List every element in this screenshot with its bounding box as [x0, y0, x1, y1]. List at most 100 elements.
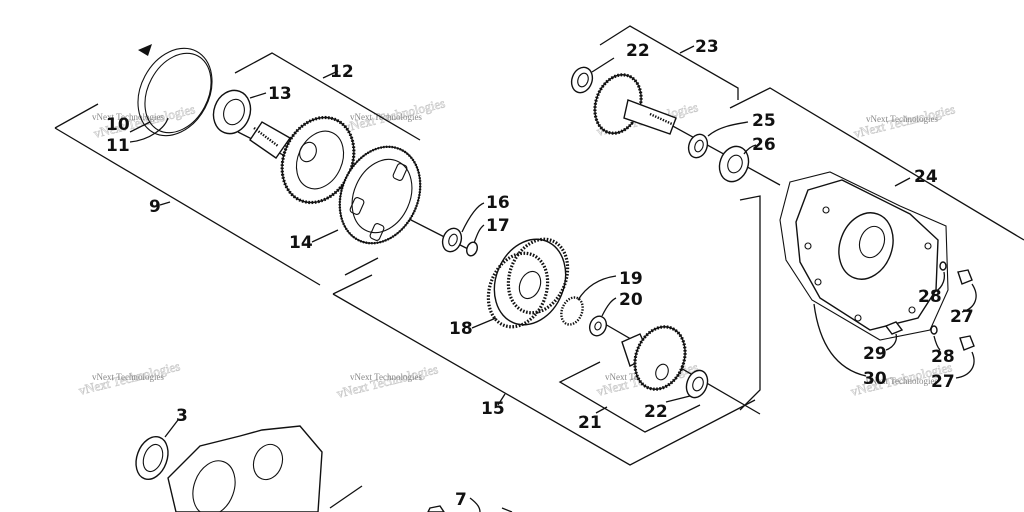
leader-27a [961, 283, 977, 313]
bracket-3 [329, 485, 363, 509]
plug-27b [959, 335, 975, 351]
watermark: vNext Technologies [866, 114, 938, 124]
cover-boss [838, 212, 894, 280]
bearings-25-26 [687, 121, 757, 183]
bolt-29 [884, 321, 904, 335]
leader-28a [933, 271, 946, 293]
leader-22-lower [665, 395, 691, 403]
bracket-9-bottom [54, 127, 321, 286]
washer-28a [939, 261, 947, 271]
callout-10: 10 [106, 115, 130, 135]
leader-15 [497, 393, 506, 406]
callout-30: 30 [863, 369, 887, 389]
leader-3 [164, 419, 179, 438]
callout-13: 13 [268, 84, 292, 104]
bolt-hole [854, 314, 862, 322]
carrier-gear [486, 251, 550, 329]
leader-13 [249, 92, 267, 99]
bracket-sep-b [332, 274, 373, 295]
bracket-15 [332, 293, 756, 466]
leader-17 [473, 224, 485, 244]
case-cover-24 [779, 171, 949, 377]
bearing-22-upper [570, 66, 594, 94]
crankcase-body [167, 425, 323, 512]
leader-19 [577, 275, 617, 301]
leader-25 [707, 121, 749, 137]
drum-hub [299, 141, 317, 163]
leader-30 [813, 303, 867, 377]
watermark: vNext Technologies [866, 376, 938, 386]
needle-bearing [560, 296, 584, 326]
gear-shaft-21 [621, 325, 709, 403]
bolt-hole [822, 206, 830, 214]
leader-27b [955, 351, 975, 379]
bracket-24-left [739, 195, 761, 411]
gear-21-hub [655, 363, 669, 381]
callout-18: 18 [449, 319, 473, 339]
leader-22-upper [591, 57, 615, 73]
leader-23 [679, 45, 695, 54]
callout-27-upper: 27 [950, 307, 974, 327]
bearing-22-lower-inner [692, 376, 704, 392]
leader-28b [933, 335, 941, 351]
callout-28-lower: 28 [931, 347, 955, 367]
plug-27a [957, 269, 973, 285]
bearing-outer [212, 89, 252, 135]
watermark: vNext Technologies [350, 112, 422, 122]
callout-16: 16 [486, 193, 510, 213]
ring-inner [144, 52, 212, 134]
seal-3-inner [142, 443, 164, 473]
leader-26 [743, 144, 757, 155]
callout-labels: 3 7 9 10 11 12 13 14 15 16 17 18 19 20 2… [106, 37, 974, 510]
leader-29 [885, 333, 898, 351]
basket-slot [392, 163, 408, 181]
leader-12 [322, 70, 339, 79]
bolt-7 [427, 505, 445, 512]
callout-19: 19 [619, 269, 643, 289]
carrier-hub [518, 270, 542, 300]
callout-28-upper: 28 [918, 287, 942, 307]
leader-10 [129, 121, 151, 133]
callout-22-upper: 22 [626, 41, 650, 61]
bolt-hole [804, 242, 812, 250]
callout-27-lower: 27 [931, 372, 955, 392]
ring-outer [137, 47, 213, 137]
gear-shaft-23 [570, 57, 677, 135]
leader-9 [159, 201, 171, 206]
bracket-7 [501, 507, 513, 512]
basket-slot [349, 197, 365, 215]
bolt-hole [924, 242, 932, 250]
leader-11 [129, 117, 169, 143]
bearing-22-upper-inner [577, 72, 589, 88]
cover-bore [858, 225, 886, 259]
callout-17: 17 [486, 216, 510, 236]
bracket-9-top [54, 103, 99, 129]
snap-ring-10 [129, 44, 213, 143]
shaft-23-splines [649, 112, 673, 126]
callout-15: 15 [481, 399, 505, 419]
callout-9: 9 [149, 197, 161, 217]
bearing-26 [718, 145, 750, 183]
seal-25-inner [694, 139, 704, 153]
bearing-16-inner [448, 233, 458, 247]
basket-inner [351, 158, 413, 234]
shaft-23 [623, 99, 677, 135]
callout-21: 21 [578, 413, 602, 433]
crankcase-3 [135, 419, 363, 512]
callout-26: 26 [752, 135, 776, 155]
washer-17 [466, 241, 478, 257]
carrier-gear [506, 237, 570, 315]
leader-16 [461, 202, 485, 233]
bearing-26-inner [727, 154, 743, 174]
seal-3 [135, 435, 169, 481]
watermark: vNext Technologies [92, 112, 164, 122]
watermark: vNext Technologies [92, 372, 164, 382]
needle-bearing-19 [560, 275, 617, 337]
washer-28b [930, 325, 938, 335]
crankcase-bore [192, 460, 236, 512]
callout-11: 11 [106, 136, 130, 156]
seal-25 [687, 133, 709, 159]
clutch-basket-14 [311, 145, 422, 245]
